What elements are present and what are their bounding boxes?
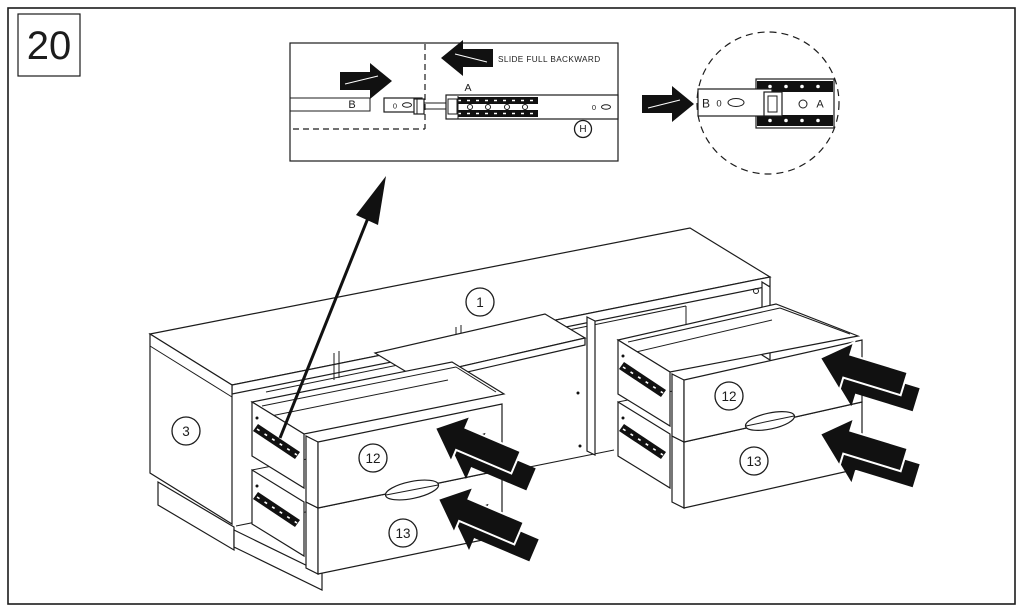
drawer-upper-right bbox=[616, 303, 863, 443]
detail-rail-b-label: B bbox=[702, 97, 710, 111]
step-number: 20 bbox=[27, 24, 72, 68]
connector-arrow-icon bbox=[642, 86, 694, 122]
drawer-handle-right bbox=[744, 411, 796, 431]
slide-rail-inset-box: B 0 0 A bbox=[289, 40, 619, 162]
svg-text:13: 13 bbox=[746, 454, 761, 469]
inset-rail-b-hole-mark: 0 bbox=[393, 102, 397, 111]
inset-push-arrow-icon bbox=[340, 63, 392, 99]
part-label-side-panel: 3 bbox=[171, 416, 201, 446]
drawer-handle-left bbox=[384, 479, 440, 501]
detail-rail-b-hole-mark: 0 bbox=[716, 99, 721, 110]
part-label-drawer-12-right: 12 bbox=[714, 381, 744, 411]
svg-text:12: 12 bbox=[365, 451, 380, 466]
detail-rail-b: B 0 bbox=[697, 88, 783, 117]
svg-text:1: 1 bbox=[476, 295, 484, 310]
center-divider bbox=[586, 316, 596, 456]
drawer-front-panel bbox=[683, 339, 863, 443]
inset-rail-a: 0 A bbox=[445, 82, 619, 120]
plinth-base bbox=[157, 480, 235, 552]
step-number-box: 20 bbox=[17, 13, 81, 77]
slide-rail-detail-circle: A B 0 bbox=[696, 31, 840, 175]
svg-text:3: 3 bbox=[182, 424, 190, 439]
part-label-drawer-12-left: 12 bbox=[358, 443, 388, 473]
inset-rail-a-hole-mark: 0 bbox=[592, 103, 596, 112]
part-label-top-panel: 1 bbox=[465, 287, 495, 317]
inset-rail-a-label: A bbox=[464, 82, 471, 94]
hardware-letter-badge: H bbox=[573, 119, 593, 139]
hardware-letter: H bbox=[579, 124, 586, 135]
inset-rail-b: B 0 bbox=[290, 97, 448, 115]
inset-rail-b-label: B bbox=[348, 99, 355, 111]
part-label-drawer-13-right: 13 bbox=[739, 446, 769, 476]
detail-pointer-arrow bbox=[278, 176, 386, 439]
cabinet-carcass bbox=[148, 227, 772, 591]
svg-text:13: 13 bbox=[395, 526, 410, 541]
svg-text:12: 12 bbox=[721, 389, 736, 404]
part-label-drawer-13-left: 13 bbox=[388, 518, 418, 548]
inset-instruction-text: SLIDE FULL BACKWARD bbox=[498, 55, 601, 64]
detail-rail-a-label: A bbox=[816, 99, 824, 111]
slide-backward-arrow-icon bbox=[441, 40, 493, 76]
